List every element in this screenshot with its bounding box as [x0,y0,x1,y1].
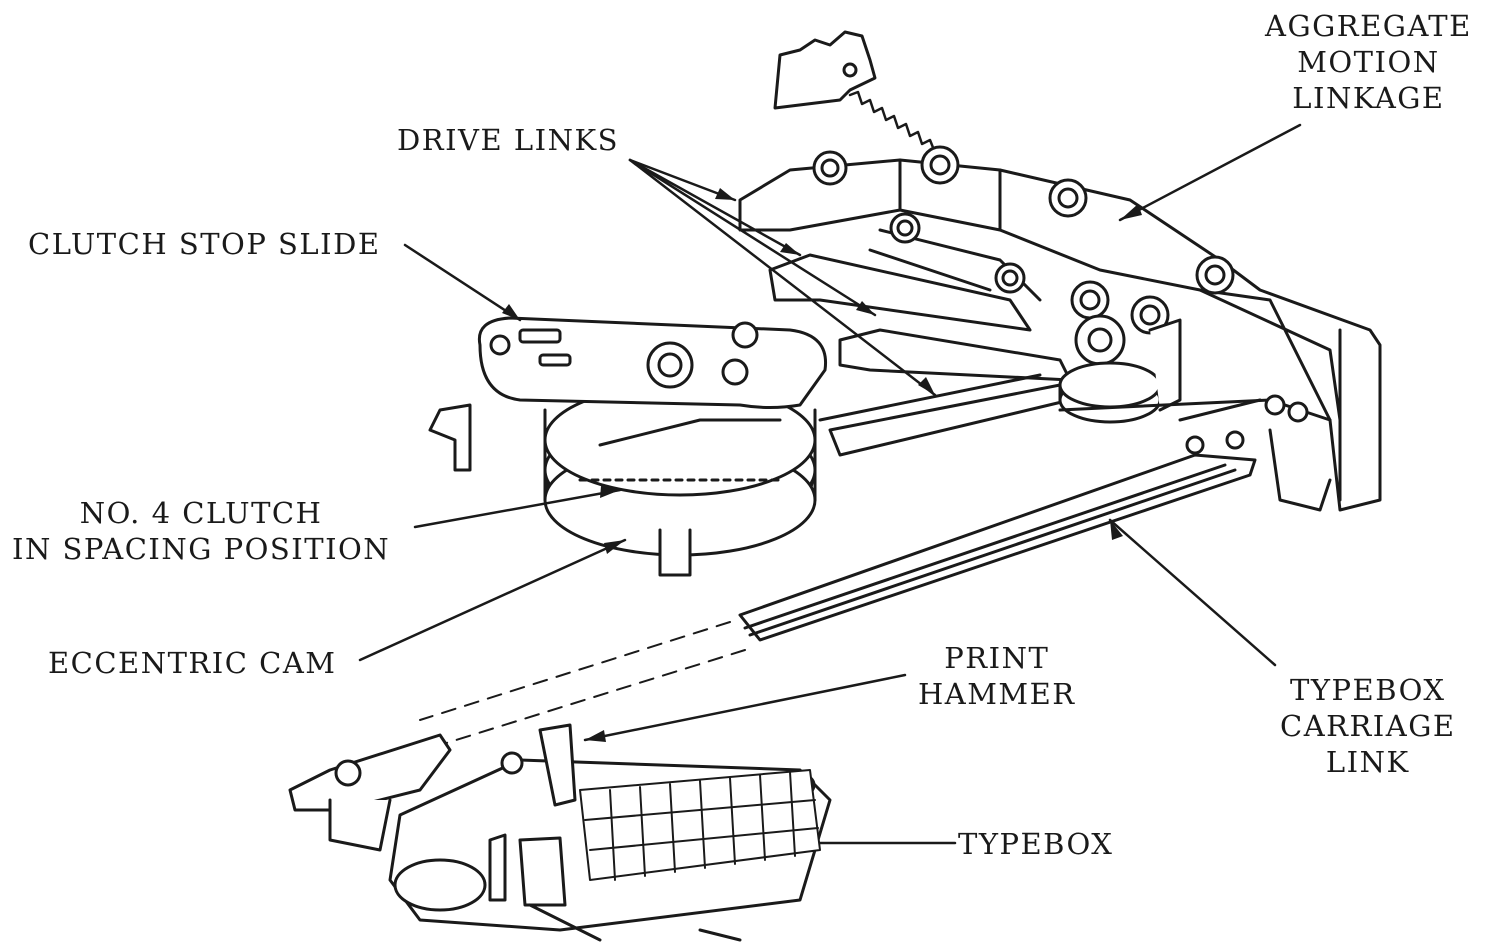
arrowheads [502,188,1142,742]
base-rails [818,373,1332,512]
label-line: LINKAGE [1292,81,1445,115]
spring [848,90,936,152]
dashed-connection [419,621,746,746]
label-line: HAMMER [918,677,1076,711]
label-aggregate-motion-linkage: AGGREGATE MOTION LINKAGE [1265,8,1472,116]
label-line: CARRIAGE [1280,709,1456,743]
leader-lines [358,123,1302,845]
label-print-hammer: PRINT HAMMER [918,640,1076,712]
label-line: PRINT [944,641,1050,675]
label-line: AGGREGATE [1265,9,1472,43]
pivot-bolts [812,145,1235,366]
label-line: TYPEBOX [1290,673,1446,707]
label-line: IN SPACING POSITION [12,532,391,566]
typebox-assembly [288,723,832,942]
label-clutch-stop-slide: CLUTCH STOP SLIDE [28,227,381,261]
clutch-assembly [428,316,828,577]
label-typebox-carriage-link: TYPEBOX CARRIAGE LINK [1280,672,1456,780]
label-line: LINK [1325,745,1410,779]
label-drive-links: DRIVE LINKS [397,123,619,157]
label-typebox: TYPEBOX [958,827,1114,861]
torn-plate [773,30,877,110]
label-line: NO. 4 CLUTCH [79,496,323,530]
aggregate-linkage-frame [738,158,1382,512]
label-eccentric-cam: ECCENTRIC CAM [48,646,337,680]
label-no4-clutch: NO. 4 CLUTCH IN SPACING POSITION [12,495,390,567]
carriage-link [738,453,1257,642]
label-line: MOTION [1297,45,1440,79]
